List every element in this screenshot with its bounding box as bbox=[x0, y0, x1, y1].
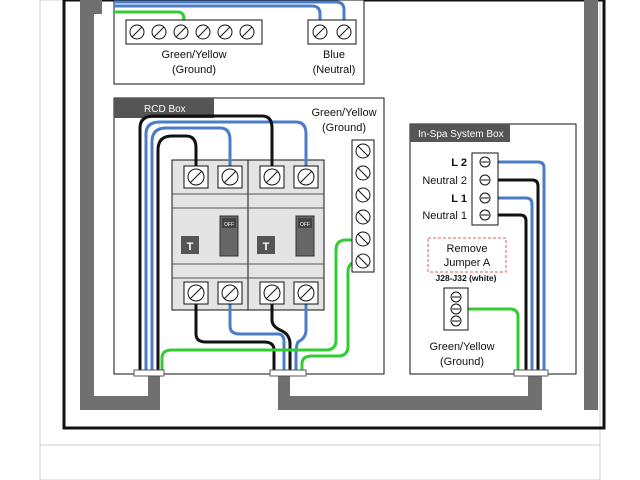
spa-terminal-screws bbox=[479, 156, 491, 221]
rcd-test-button-left bbox=[181, 236, 199, 254]
left-conduit-riser bbox=[148, 374, 160, 410]
spa-wire-neutral1 bbox=[498, 213, 528, 374]
rcd-off-label-right: OFF bbox=[300, 222, 310, 228]
rcd-test-button-right bbox=[257, 236, 275, 254]
rcd-gland-left bbox=[133, 369, 165, 377]
top-ground-label-line1: Green/Yellow bbox=[161, 49, 226, 61]
rcd-box-header bbox=[114, 98, 214, 118]
rcd-off-label-left: OFF bbox=[224, 222, 234, 228]
top-ground-label-line2: (Ground) bbox=[172, 64, 216, 76]
top-neutral-wire-2 bbox=[114, 0, 346, 26]
spa-wires bbox=[456, 160, 546, 374]
remove-jumper-line2: Jumper A bbox=[444, 257, 491, 269]
spa-gland bbox=[513, 369, 549, 377]
conduits bbox=[80, 0, 598, 410]
top-neutral-screws bbox=[312, 24, 352, 40]
top-neutral-label-line2: (Neutral) bbox=[313, 64, 356, 76]
spa-ground-label-line2: (Ground) bbox=[440, 356, 484, 368]
left-conduit bbox=[80, 0, 94, 410]
spa-box: In-Spa System Box L 2 Neutral 2 L 1 Neut… bbox=[409, 123, 577, 377]
top-ground-terminal-block bbox=[125, 19, 263, 45]
spa-box-title: In-Spa System Box bbox=[418, 129, 504, 140]
spa-wire-ground bbox=[456, 307, 520, 374]
right-conduit bbox=[584, 0, 598, 410]
rcd-wire-black-in-1 bbox=[156, 134, 198, 376]
spa-box-header bbox=[410, 124, 510, 142]
spa-terminal-label-2: Neutral 2 bbox=[422, 175, 467, 187]
spa-terminal-label-3: L 1 bbox=[451, 193, 467, 205]
spa-wire-neutral2 bbox=[498, 178, 540, 374]
rcd-wire-blue-out-1 bbox=[228, 298, 286, 376]
jumper-label: J28-J32 (white) bbox=[436, 273, 497, 283]
rcd-wires bbox=[138, 114, 364, 376]
jumper-terminal-screws bbox=[450, 291, 462, 327]
rcd-wire-black-out-2 bbox=[270, 298, 292, 376]
rcd-wire-ground-out bbox=[300, 260, 364, 376]
rcd-wire-black-out-1 bbox=[194, 298, 276, 376]
rcd-ground-bar-screws bbox=[355, 143, 371, 269]
rcd-box: RCD Box Green/Yellow (Ground) T T OFF OF… bbox=[113, 97, 385, 377]
rcd-wire-blue-in-2 bbox=[144, 120, 308, 376]
spa-terminal-label-1: L 2 bbox=[451, 157, 467, 169]
rcd-box-title: RCD Box bbox=[144, 104, 186, 115]
top-ground-screws bbox=[129, 24, 255, 40]
spa-ground-label-line1: Green/Yellow bbox=[429, 341, 494, 353]
top-neutral-label-line1: Blue bbox=[323, 49, 345, 61]
rcd-gland-right bbox=[269, 369, 307, 377]
top-conduit-stub bbox=[94, 0, 102, 14]
rcd-ground-label-line2: (Ground) bbox=[322, 122, 366, 134]
right-conduit-riser bbox=[528, 374, 542, 410]
rcd-wire-black-in-2 bbox=[138, 114, 274, 376]
spa-wire-l1 bbox=[498, 196, 534, 374]
rcd-test-label-left: T bbox=[187, 241, 194, 253]
remove-jumper-note bbox=[427, 237, 507, 273]
left-conduit-bottom bbox=[80, 396, 160, 410]
spa-terminal-label-4: Neutral 1 bbox=[422, 210, 467, 222]
top-panel: Green/Yellow (Ground) Blue (Neutral) bbox=[113, 0, 365, 85]
top-neutral-wire-1 bbox=[114, 4, 322, 26]
bottom-conduit bbox=[278, 396, 542, 410]
rcd-ground-label-line1: Green/Yellow bbox=[311, 107, 376, 119]
spa-wire-l2 bbox=[498, 160, 546, 374]
rcd-wire-blue-in-1 bbox=[150, 126, 232, 376]
rcd-wire-ground-in bbox=[160, 238, 364, 376]
main-enclosure bbox=[62, 0, 606, 430]
rcd-test-label-right: T bbox=[263, 241, 270, 253]
rcd-breaker-screws bbox=[183, 165, 319, 305]
remove-jumper-line1: Remove bbox=[447, 243, 488, 255]
rcd-ground-bar bbox=[351, 139, 375, 273]
